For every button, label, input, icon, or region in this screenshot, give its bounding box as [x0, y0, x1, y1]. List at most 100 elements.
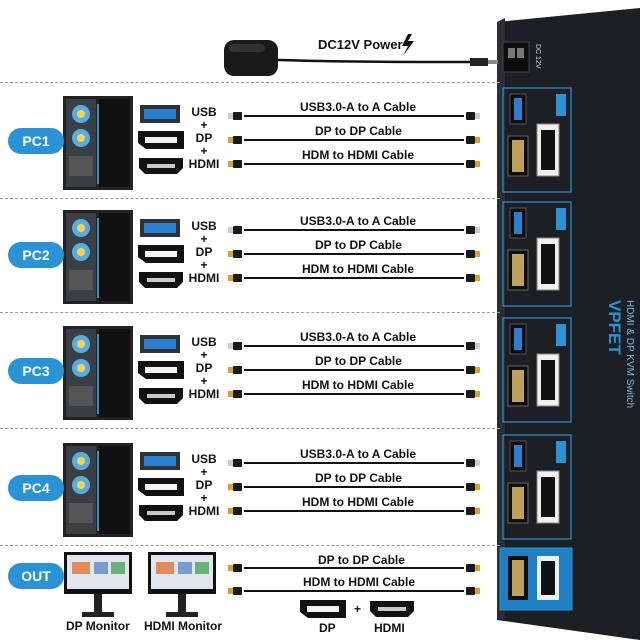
pc-hdmi-label: HDMI	[188, 504, 220, 518]
dp-monitor-icon	[64, 552, 132, 617]
out-badge: OUT	[8, 563, 64, 589]
pc-plus2-label: +	[200, 144, 208, 158]
out-hdmi-port-label: HDMI	[374, 621, 405, 635]
hdmi-plug-icon	[228, 507, 242, 515]
pc-plus1-label: +	[200, 348, 208, 362]
pc-interface-stack-1: USB+DP+HDMI	[188, 106, 220, 171]
pc-dp-label: DP	[195, 245, 213, 259]
device-out-panel	[499, 547, 573, 611]
usb-plug-icon	[466, 342, 480, 350]
out-hdmi-cable-label: HDM to HDMI Cable	[303, 575, 415, 589]
pc-row-1	[63, 87, 572, 193]
cable-label: USB3.0-A to A Cable	[300, 214, 417, 228]
out-dp-cable-label: DP to DP Cable	[318, 553, 405, 567]
section-divider	[0, 82, 500, 83]
hdmi-monitor-label: HDMI Monitor	[144, 619, 222, 633]
pc-tower-icon	[63, 210, 133, 304]
hdmi-port-icon	[139, 272, 183, 288]
dp-plug-icon	[228, 366, 242, 374]
lightning-icon	[402, 34, 414, 56]
pc-usb-label: USB	[191, 335, 217, 349]
usb-plug-icon	[228, 112, 242, 120]
pc-dp-label: DP	[195, 478, 213, 492]
dp-plug-icon	[466, 366, 480, 374]
dp-port-icon	[300, 600, 346, 618]
cable-label: HDM to HDMI Cable	[302, 148, 414, 162]
dp-plug-icon	[466, 250, 480, 258]
pc-interface-stack-2: USB+DP+HDMI	[188, 220, 220, 285]
usb-plug-icon	[466, 112, 480, 120]
pc-hdmi-label: HDMI	[188, 271, 220, 285]
device-port-panel	[502, 317, 572, 423]
pc-usb-label: USB	[191, 452, 217, 466]
cable-label: HDM to HDMI Cable	[302, 495, 414, 509]
pc-badge-4: PC4	[8, 475, 64, 501]
out-row	[64, 547, 573, 618]
dp-plug-icon	[228, 136, 242, 144]
device-model-label: HDMI & DP KVM Switch	[624, 300, 635, 409]
hdmi-port-icon	[139, 158, 183, 174]
dp-plug-icon	[228, 564, 242, 572]
device-port-panel	[502, 201, 572, 307]
cable-label: HDM to HDMI Cable	[302, 262, 414, 276]
dp-port-icon	[138, 131, 184, 149]
pc-interface-stack-3: USB+DP+HDMI	[188, 336, 220, 401]
hdmi-port-icon	[139, 388, 183, 404]
cable-label: USB3.0-A to A Cable	[300, 330, 417, 344]
power-label: DC12V Power	[318, 37, 403, 52]
pc-row-3	[63, 317, 572, 423]
usb-plug-icon	[228, 342, 242, 350]
pc-plus2-label: +	[200, 491, 208, 505]
cable-label: HDM to HDMI Cable	[302, 378, 414, 392]
usb-plug-icon	[228, 226, 242, 234]
hdmi-plug-icon	[228, 160, 242, 168]
hdmi-monitor-icon	[148, 552, 216, 617]
section-divider	[0, 312, 500, 313]
device-port-panel	[502, 87, 572, 193]
brand-logo: VPFET	[605, 300, 624, 355]
hdmi-plug-icon	[466, 507, 480, 515]
dp-plug-icon	[466, 483, 480, 491]
pc-tower-icon	[63, 326, 133, 420]
hdmi-port-icon	[139, 505, 183, 521]
pc-tower-icon	[63, 443, 133, 537]
out-plus-label: +	[354, 602, 362, 616]
pc-badge-2: PC2	[8, 242, 64, 268]
hdmi-plug-icon	[466, 274, 480, 282]
hdmi-plug-icon	[228, 274, 242, 282]
cable-label: DP to DP Cable	[315, 124, 402, 138]
device-port-panel	[502, 434, 572, 540]
port-tag-dc: DC 12V	[534, 44, 541, 69]
usb-plug-icon	[466, 459, 480, 467]
out-dp-port-label: DP	[319, 621, 336, 635]
usb-port-icon	[140, 452, 180, 470]
pc-row-4	[63, 434, 572, 540]
dp-port-icon	[138, 478, 184, 496]
dp-port-icon	[138, 245, 184, 263]
cable-label: DP to DP Cable	[315, 471, 402, 485]
dp-monitor-label: DP Monitor	[66, 619, 130, 633]
hdmi-plug-icon	[466, 390, 480, 398]
usb-port-icon	[140, 335, 180, 353]
pc-badge-3: PC3	[8, 358, 64, 384]
cable-label: DP to DP Cable	[315, 354, 402, 368]
dp-port-icon	[138, 361, 184, 379]
pc-usb-label: USB	[191, 105, 217, 119]
usb-plug-icon	[466, 226, 480, 234]
pc-hdmi-label: HDMI	[188, 157, 220, 171]
cable-label: DP to DP Cable	[315, 238, 402, 252]
pc-plus1-label: +	[200, 118, 208, 132]
pc-plus1-label: +	[200, 465, 208, 479]
pc-row-2	[63, 201, 572, 307]
dp-plug-icon	[466, 564, 480, 572]
hdmi-plug-icon	[466, 587, 480, 595]
section-divider	[0, 198, 500, 199]
pc-interface-stack-4: USB+DP+HDMI	[188, 453, 220, 518]
cable-label: USB3.0-A to A Cable	[300, 447, 417, 461]
hdmi-plug-icon	[466, 160, 480, 168]
pc-badge-1: PC1	[8, 128, 64, 154]
cable-label: USB3.0-A to A Cable	[300, 100, 417, 114]
usb-port-icon	[140, 219, 180, 237]
